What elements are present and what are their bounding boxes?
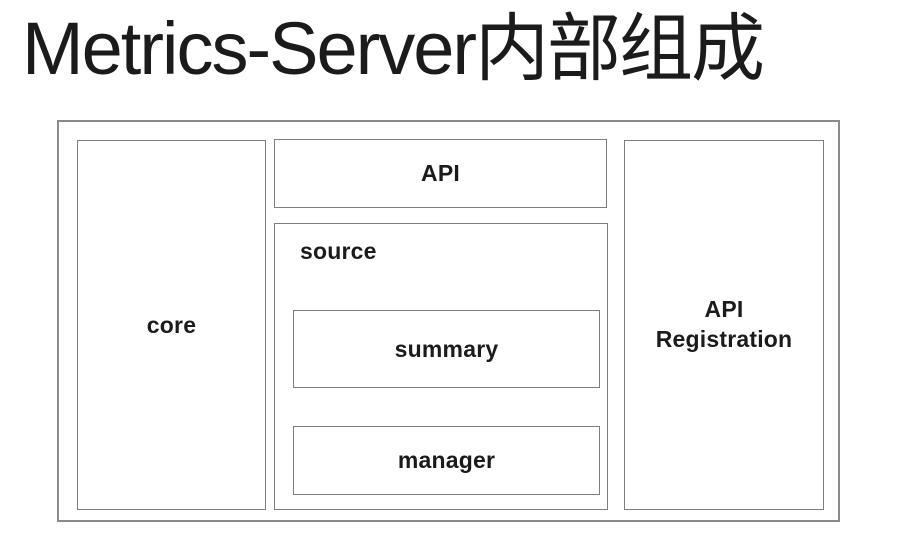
api-registration-box: API Registration bbox=[624, 140, 824, 510]
manager-box: manager bbox=[293, 426, 600, 495]
diagram-title: Metrics-Server内部组成 bbox=[22, 7, 765, 90]
manager-label: manager bbox=[397, 447, 496, 473]
api-box: API bbox=[274, 139, 607, 208]
core-label: core bbox=[146, 311, 197, 338]
source-label: source bbox=[300, 238, 377, 264]
summary-box: summary bbox=[293, 310, 600, 388]
metrics-server-outer-box: core API source summary manager API Regi… bbox=[57, 120, 840, 522]
core-box: core bbox=[77, 140, 266, 510]
api-registration-label: API Registration bbox=[655, 296, 793, 352]
api-label: API bbox=[421, 160, 460, 186]
source-box: source summary manager bbox=[274, 223, 608, 510]
summary-label: summary bbox=[394, 335, 499, 362]
